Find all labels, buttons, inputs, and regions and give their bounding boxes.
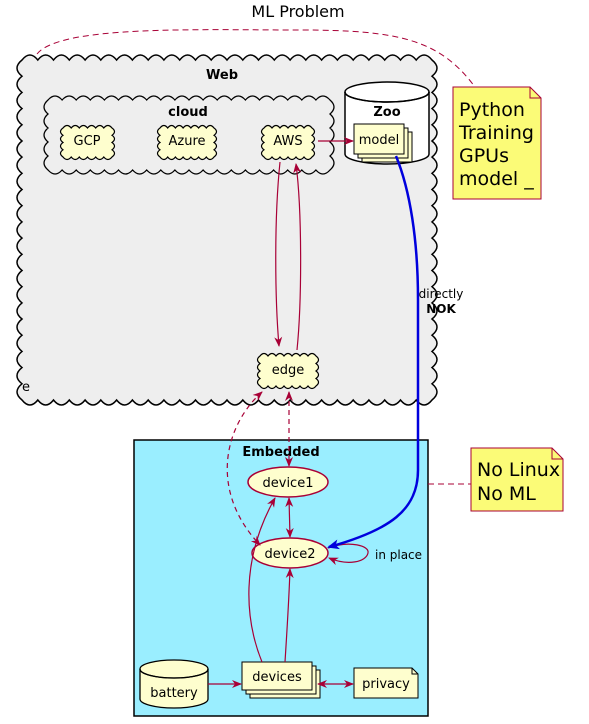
device1-usecase: device1 <box>247 466 329 498</box>
arrow-devices-to-device1 <box>248 497 276 663</box>
embedded-label: Embedded <box>242 445 319 460</box>
device2-label: device2 <box>265 547 316 562</box>
aws-node: AWS <box>260 124 316 161</box>
devices-collection: devices <box>241 661 321 699</box>
privacy-label: privacy <box>362 677 410 692</box>
cloud-group-label: cloud <box>168 105 208 120</box>
arrow-device1-device2 <box>285 497 294 538</box>
device2-self-label: in place <box>375 548 422 562</box>
note-web-line-2: Training <box>458 122 534 144</box>
link-label-nok: NOK <box>426 302 456 316</box>
arrow-model-to-device2 <box>327 155 420 550</box>
link-label-directly: directly <box>419 287 464 301</box>
note-web-line-3: GPUs <box>459 145 509 167</box>
note-web-line-1: Python <box>459 99 525 121</box>
zoo-database: Zoo model <box>344 81 430 165</box>
edge-label: edge <box>272 363 305 378</box>
privacy-file: privacy <box>353 667 419 699</box>
note-web-link <box>36 29 476 88</box>
note-web-line-4: model _ <box>459 168 534 190</box>
azure-label: Azure <box>168 134 205 149</box>
devices-label: devices <box>252 670 302 685</box>
note-embedded-line-2: No ML <box>477 483 536 505</box>
zoo-label: Zoo <box>373 105 400 120</box>
gcp-label: GCP <box>74 134 101 149</box>
arrow-edge-to-aws <box>293 163 302 351</box>
note-embedded-line-1: No Linux <box>477 459 560 481</box>
arrow-devices-to-device2 <box>284 568 294 663</box>
diagram-title: ML Problem <box>251 2 344 21</box>
device1-label: device1 <box>263 476 314 491</box>
arrow-aws-to-edge <box>274 161 283 347</box>
model-label: model <box>359 133 399 148</box>
arrow-edge-device2 <box>226 391 263 546</box>
note-embedded: No Linux No ML <box>470 447 564 512</box>
web-corner-char: e <box>22 380 30 395</box>
azure-node: Azure <box>156 124 218 161</box>
model-node: model <box>353 123 413 163</box>
web-label: Web <box>206 68 238 83</box>
aws-label: AWS <box>273 134 302 149</box>
device2-usecase: device2 <box>251 537 329 569</box>
battery-database: battery <box>139 659 209 709</box>
arrow-device2-self <box>327 543 369 566</box>
battery-label: battery <box>150 686 198 701</box>
gcp-node: GCP <box>59 124 116 161</box>
edge-node: edge <box>256 352 320 390</box>
note-web: Python Training GPUs model _ <box>452 86 542 200</box>
